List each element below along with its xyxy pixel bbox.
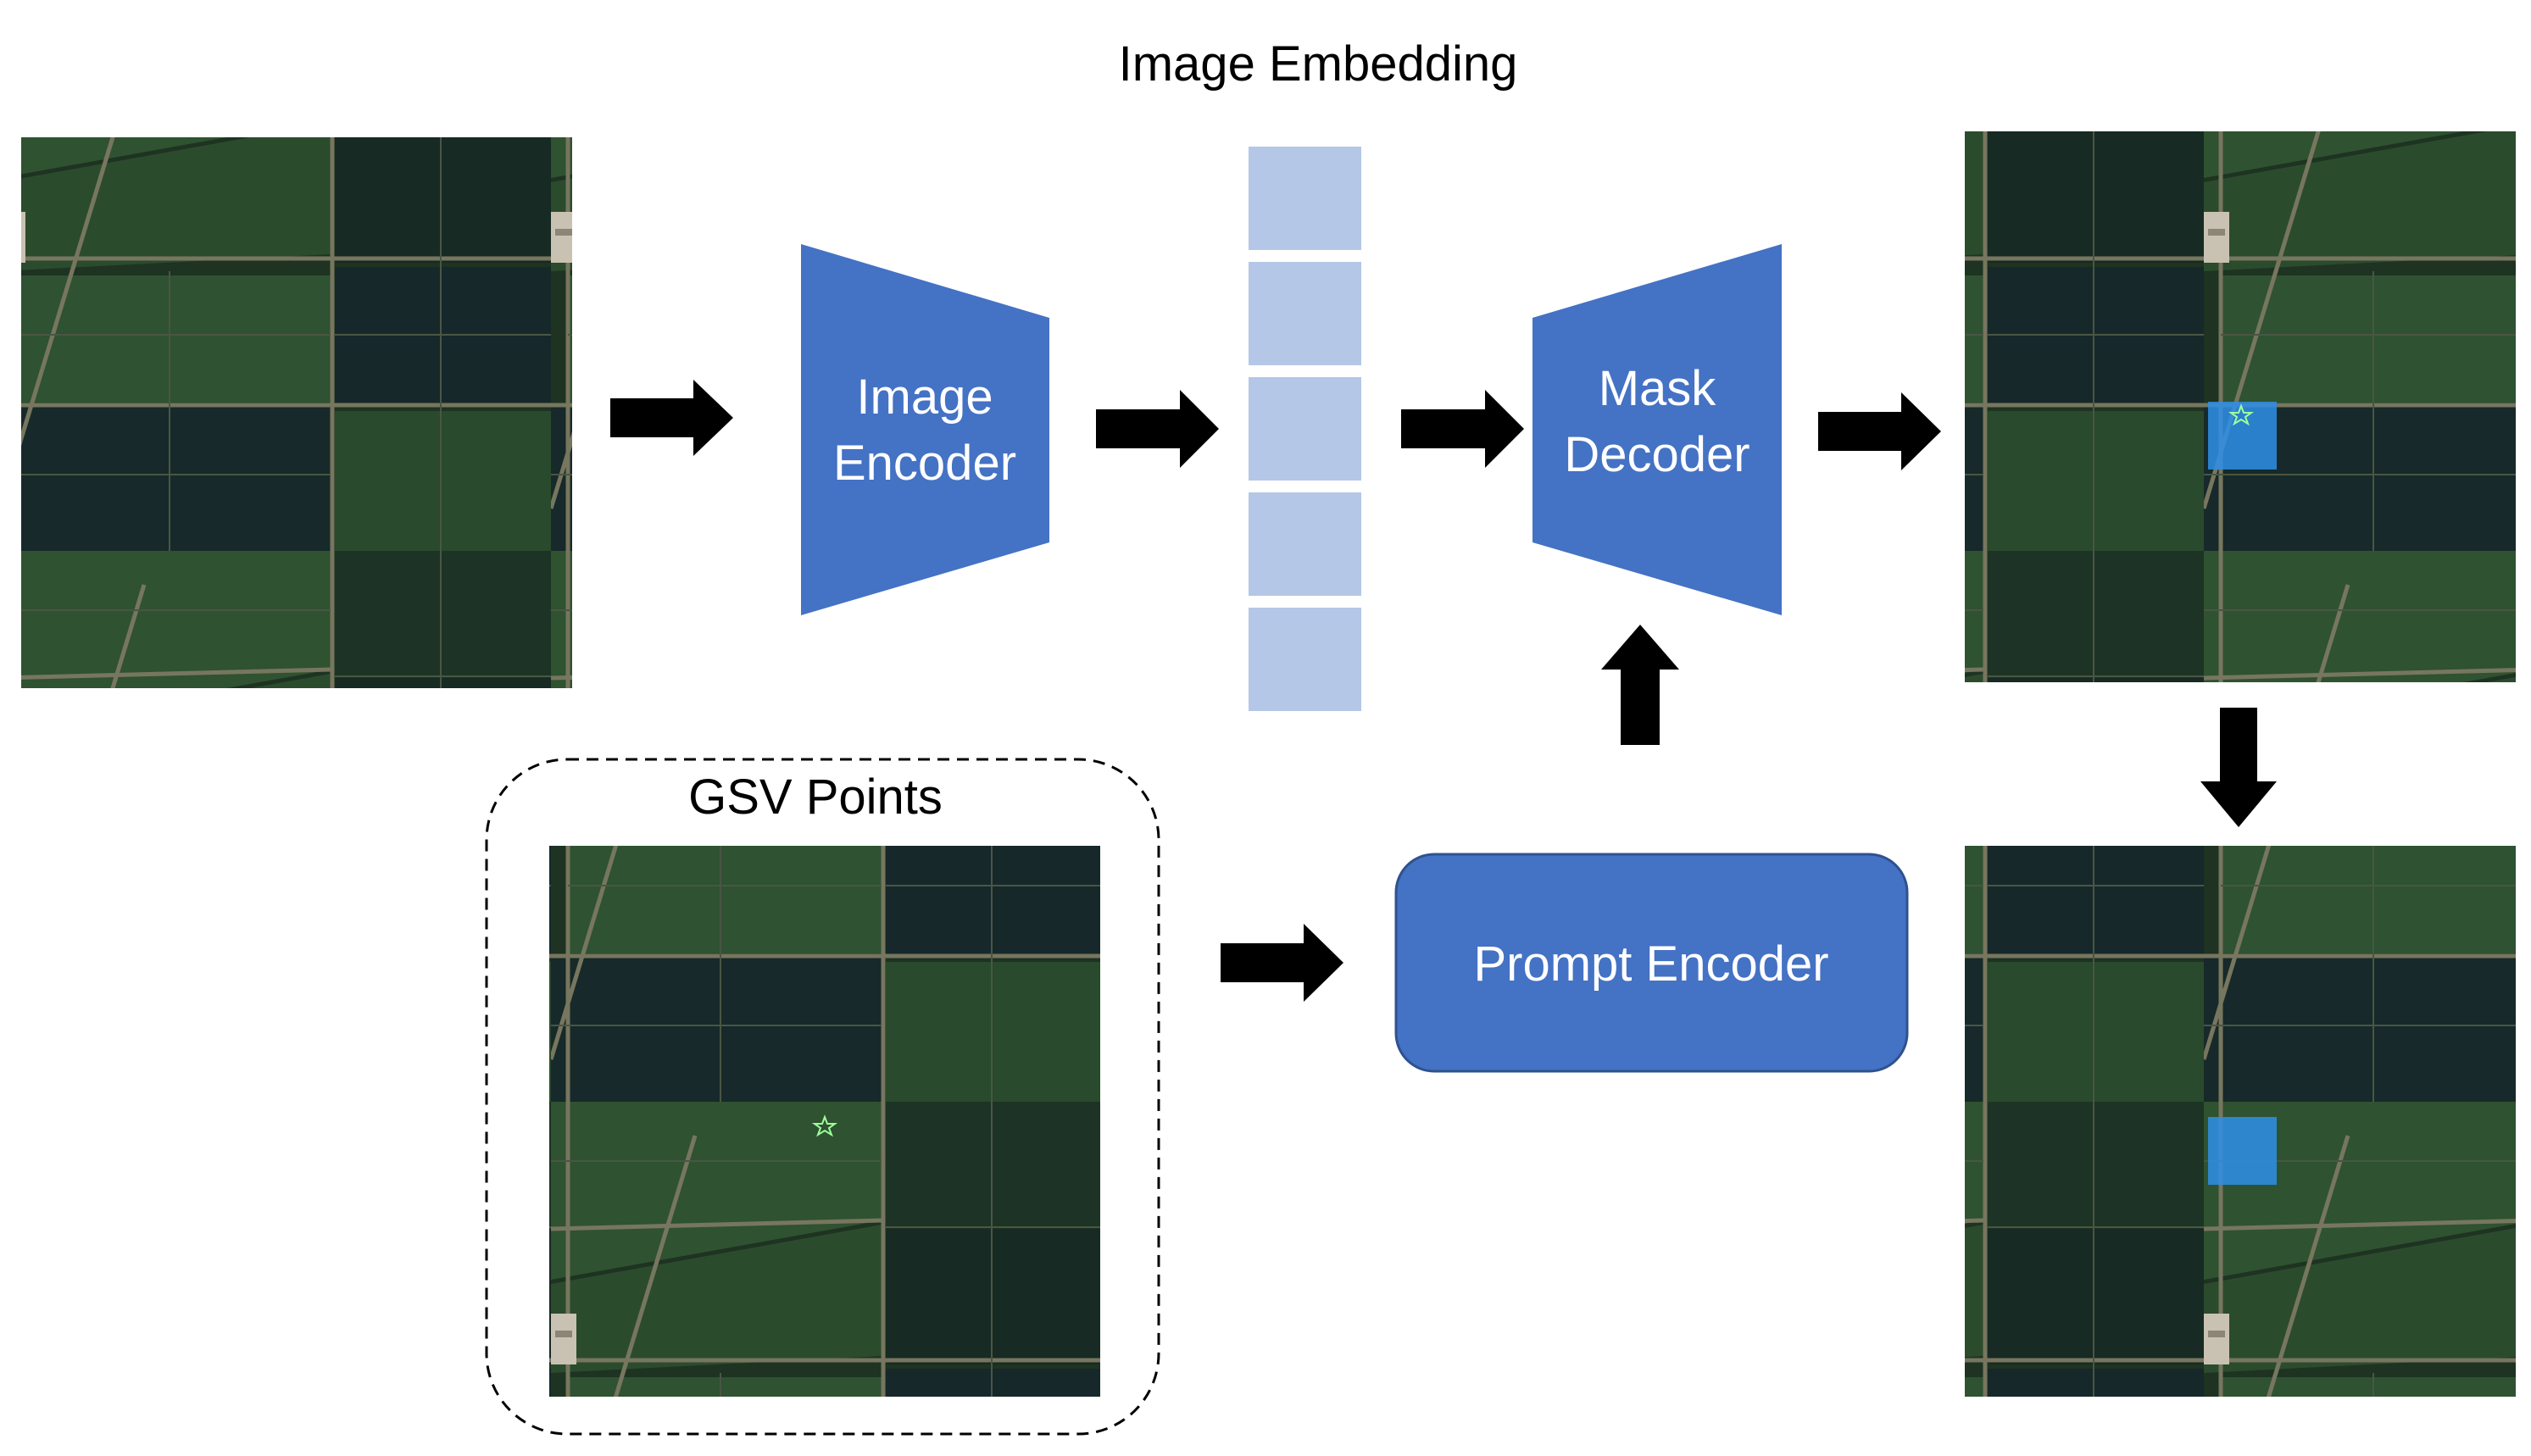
predicted-mask (2208, 1117, 2277, 1185)
image-encoder-label-line2: Encoder (833, 436, 1016, 491)
star-icon (2228, 403, 2255, 426)
embedding-token (1249, 377, 1361, 481)
final-output-image (1965, 846, 2516, 1397)
arrow-icon (2200, 708, 2277, 827)
embedding-token (1249, 492, 1361, 596)
embedding-token (1249, 608, 1361, 711)
image-embedding-stack (1249, 147, 1361, 711)
predicted-mask (2208, 402, 2277, 470)
embedding-token (1249, 262, 1361, 365)
arrow-icon (1221, 924, 1343, 1002)
mask-decoder-label-line2: Decoder (1564, 427, 1749, 482)
mask-decoder-label-line1: Mask (1599, 361, 1717, 416)
embedding-token (1249, 147, 1361, 250)
arrow-icon (610, 380, 733, 456)
arrow-icon (1401, 390, 1524, 468)
arrow-icon (1818, 392, 1941, 470)
prompt-encoder-block: Prompt Encoder (1394, 853, 1909, 1073)
input-satellite-image (21, 137, 572, 688)
output-image-with-point (1965, 131, 2516, 682)
star-icon (811, 1114, 838, 1137)
image-encoder-label-line1: Image (856, 370, 993, 425)
arrow-icon (1096, 390, 1219, 468)
gsv-points-group: GSV Points (485, 758, 1160, 1436)
gsv-points-label: GSV Points (688, 770, 943, 825)
gsv-points-image (549, 846, 1100, 1397)
mask-decoder-block: Mask Decoder (1533, 244, 1782, 615)
prompt-encoder-label: Prompt Encoder (1473, 936, 1828, 992)
image-embedding-title: Image Embedding (1119, 36, 1518, 92)
image-encoder-block: Image Encoder (801, 244, 1049, 615)
arrow-icon (1601, 625, 1679, 745)
